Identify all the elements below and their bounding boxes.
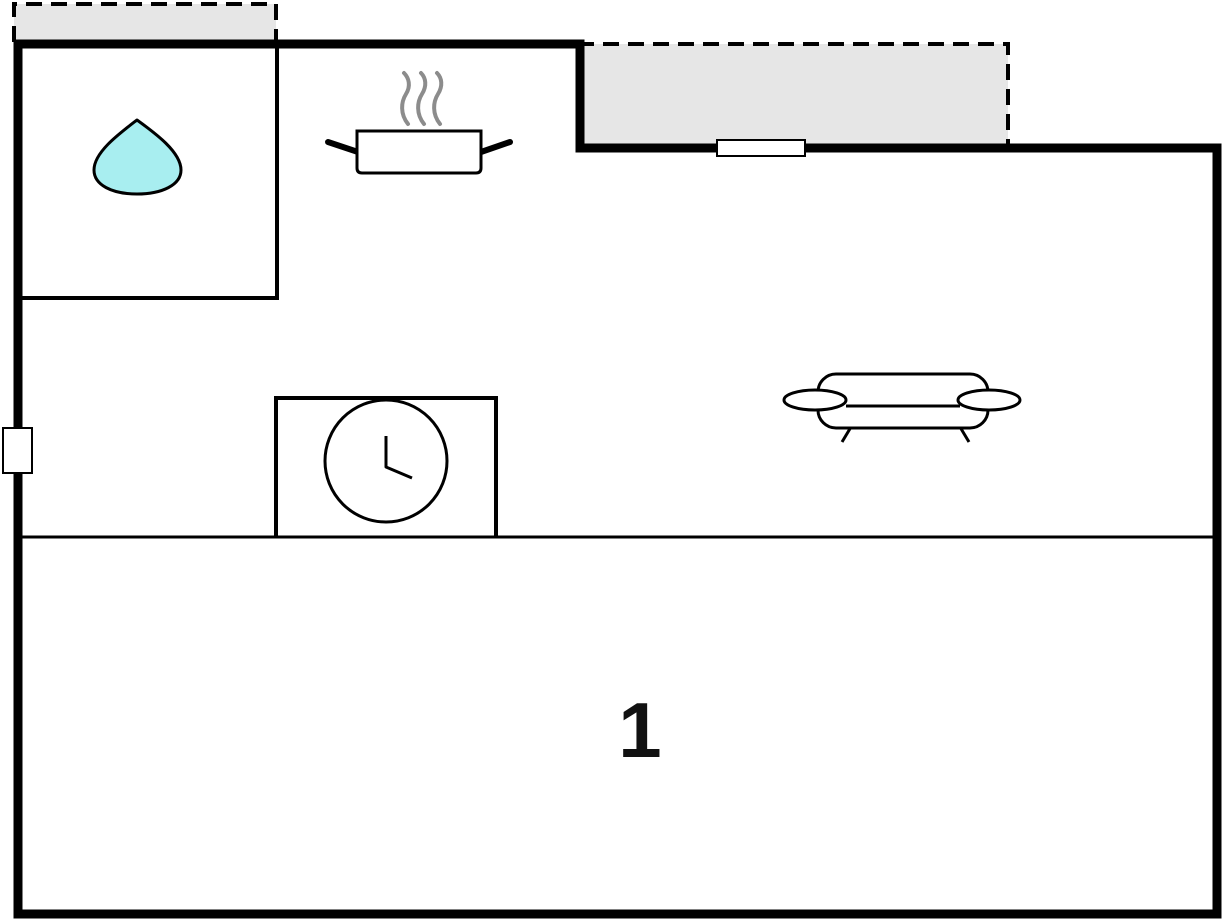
clock-icon: [323, 398, 449, 524]
terraces: [12, 2, 1010, 150]
window-left: [2, 427, 33, 474]
cooking-pot-icon: [325, 71, 513, 175]
technical-room-walls: [274, 396, 498, 536]
outer-walls: [13, 39, 1222, 919]
terrace-top-left: [12, 2, 278, 44]
water-drop-icon: [92, 118, 183, 196]
terrace-top-right: [580, 42, 1010, 150]
bathroom-walls: [18, 44, 279, 300]
window-top: [716, 139, 806, 157]
windows: [2, 139, 806, 474]
sofa-icon: [782, 372, 1022, 443]
floor-number-label: 1: [618, 686, 661, 774]
inner-walls: [18, 44, 1217, 539]
